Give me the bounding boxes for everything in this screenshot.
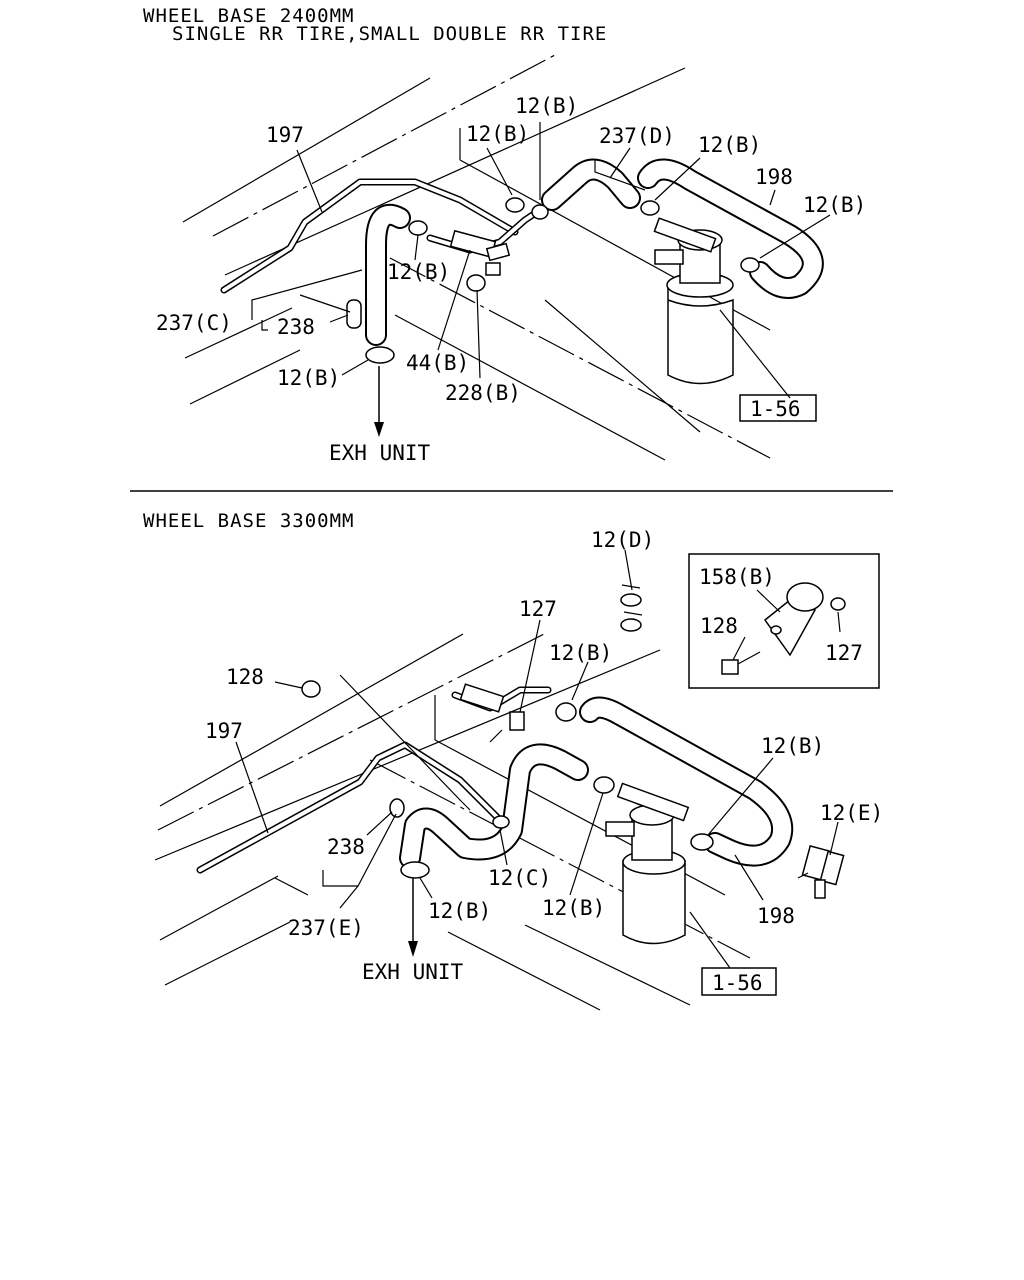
label-exh-unit-bottom: EXH UNIT	[362, 960, 464, 984]
label-237e-bottom: 237(E)	[288, 916, 364, 940]
label-238-top: 238	[277, 315, 315, 339]
label-12e-bottom: 12(E)	[820, 801, 883, 825]
pipe-197-bottom	[196, 741, 504, 874]
label-12b-top-e: 12(B)	[387, 260, 450, 284]
label-12c-bottom: 12(C)	[488, 866, 551, 890]
label-12b-bottom-c: 12(B)	[542, 896, 605, 920]
bottom-diagram: WHEEL BASE 3300MM	[143, 510, 883, 1011]
label-128-inset: 128	[700, 614, 738, 638]
label-12b-top-b: 12(B)	[515, 94, 578, 118]
clamps-top	[346, 197, 760, 364]
bottom-leaders	[235, 549, 839, 969]
bottom-frame-lines	[154, 631, 751, 1011]
exh-arrow-bottom	[408, 878, 418, 957]
top-title-line2: SINGLE RR TIRE,SMALL DOUBLE RR TIRE	[172, 23, 607, 45]
hose-237d-top	[541, 158, 641, 211]
label-12b-bottom-d: 12(B)	[428, 899, 491, 923]
label-237c-top: 237(C)	[156, 311, 232, 335]
label-ref-bottom: 1-56	[712, 971, 763, 995]
clamps-bottom	[301, 584, 714, 879]
ref-box-bottom	[701, 967, 777, 996]
top-leaders	[251, 122, 831, 399]
top-diagram: WHEEL BASE 2400MM SINGLE RR TIRE,SMALL D…	[143, 5, 866, 465]
label-238-bottom: 238	[327, 835, 365, 859]
label-12b-top-c: 12(B)	[698, 133, 761, 157]
label-12b-bottom-b: 12(B)	[761, 734, 824, 758]
top-frame-lines	[182, 54, 771, 461]
pipe-44b-top	[426, 206, 544, 262]
exh-arrow-top	[374, 366, 384, 437]
inset-box	[688, 553, 880, 689]
inset-detail	[688, 553, 880, 689]
pipe-fitting-bottom	[451, 683, 552, 743]
label-158b-inset: 158(B)	[699, 565, 775, 589]
hose-237c-top	[365, 203, 411, 346]
hose-237e-bottom	[399, 743, 589, 869]
label-127-bottom: 127	[519, 597, 557, 621]
label-12d-bottom: 12(D)	[591, 528, 654, 552]
label-12b-bottom-a: 12(B)	[549, 641, 612, 665]
label-12b-top-a: 12(B)	[466, 122, 529, 146]
label-exh-unit-top: EXH UNIT	[329, 441, 431, 465]
bottom-title: WHEEL BASE 3300MM	[143, 510, 354, 532]
hose-198-bottom	[579, 696, 794, 867]
label-44b-top: 44(B)	[406, 351, 469, 375]
label-237d-top: 237(D)	[599, 124, 675, 148]
label-12b-top-f: 12(B)	[277, 366, 340, 390]
clip-12e-bottom	[797, 845, 845, 899]
label-228b-top: 228(B)	[445, 381, 521, 405]
hose-198-top	[637, 158, 824, 299]
label-197-bottom: 197	[205, 719, 243, 743]
ref-box-top	[739, 394, 817, 422]
label-127-inset: 127	[825, 641, 863, 665]
label-197-top: 197	[266, 123, 304, 147]
label-ref-top: 1-56	[750, 397, 801, 421]
label-198-top: 198	[755, 165, 793, 189]
label-198-bottom: 198	[757, 904, 795, 928]
canister-bottom	[605, 782, 690, 945]
label-128-bottom: 128	[226, 665, 264, 689]
top-title-line1: WHEEL BASE 2400MM	[143, 5, 354, 27]
canister-top	[653, 217, 734, 385]
pipe-197-top	[220, 178, 519, 294]
label-12b-top-d: 12(B)	[803, 193, 866, 217]
